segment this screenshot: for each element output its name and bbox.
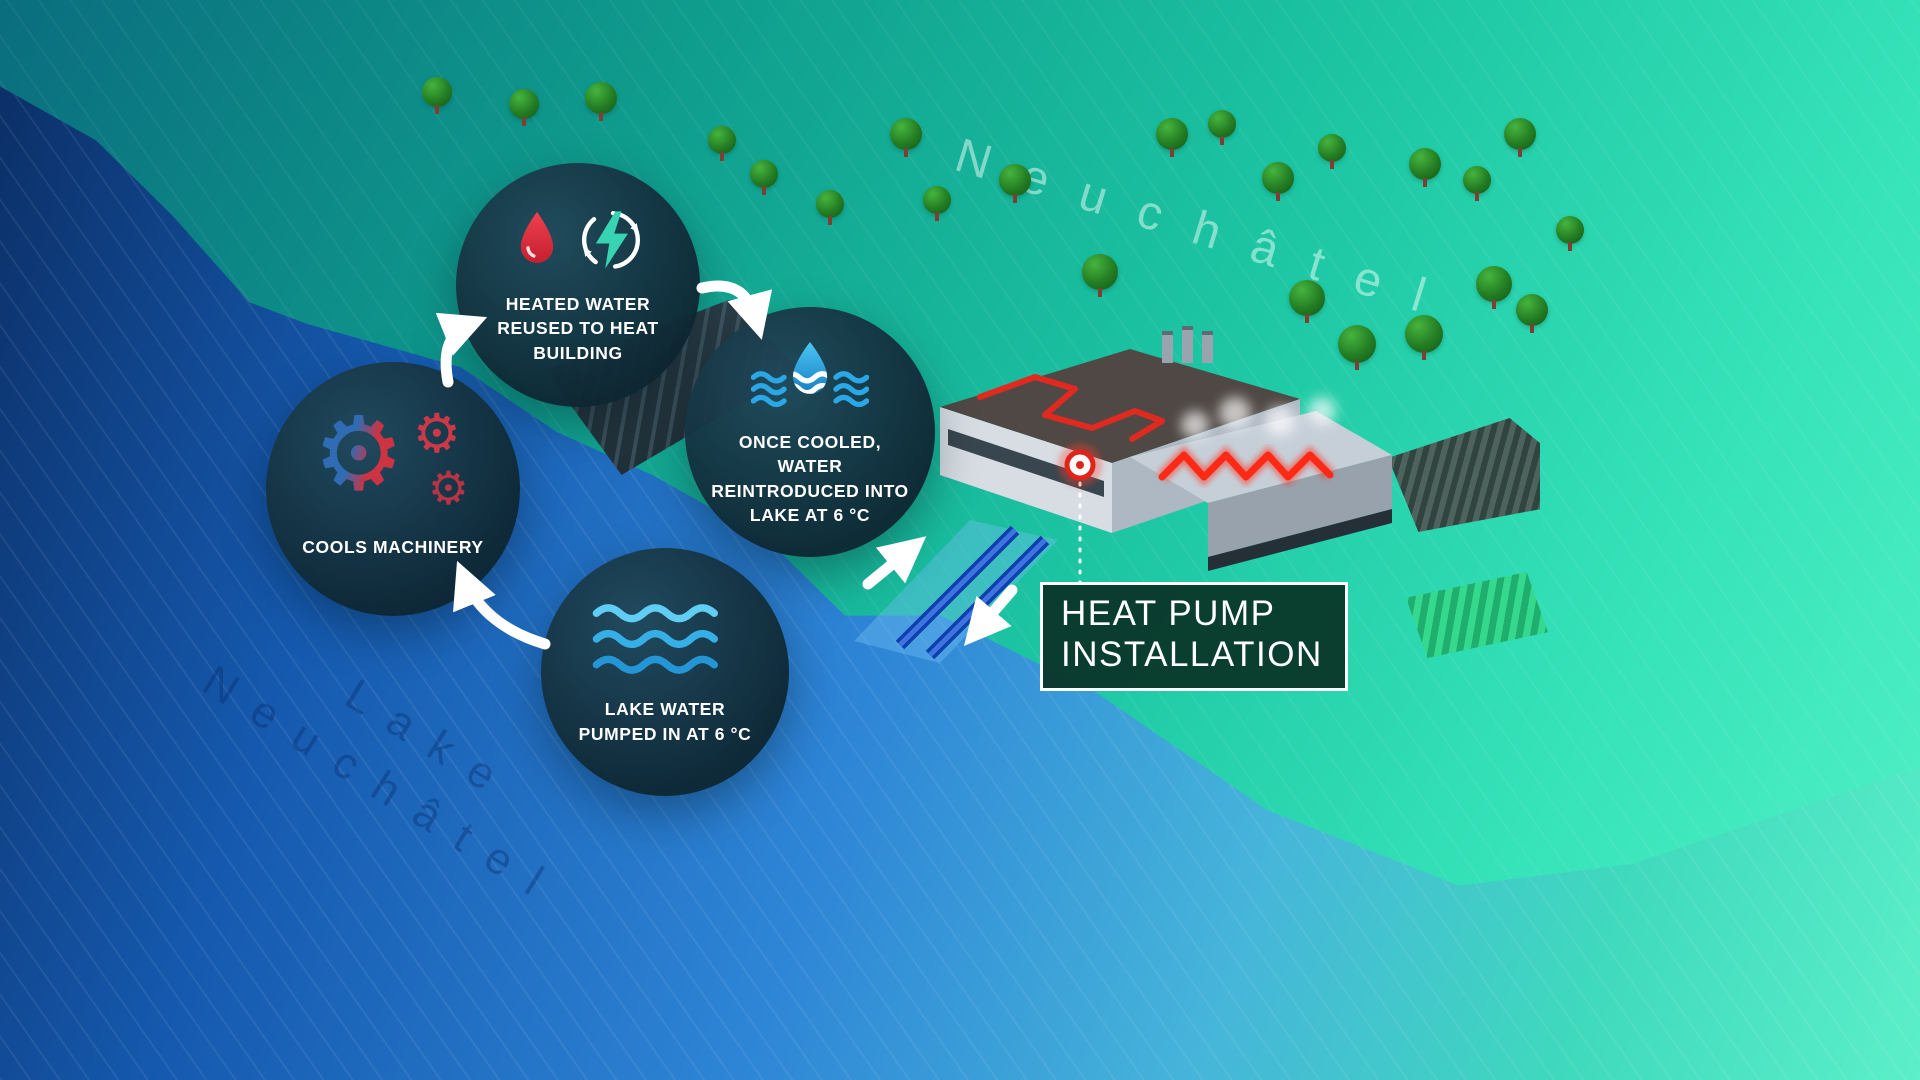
roof-hot-pipe	[977, 374, 1165, 442]
waves-icon	[590, 598, 740, 685]
step-text-line: BUILDING	[533, 342, 623, 363]
step-once-cooled: ONCE COOLED, WATER REINTRODUCED INTO LAK…	[685, 307, 935, 557]
step-heated-water: HEATED WATER REUSED TO HEAT BUILDING	[456, 163, 700, 407]
step-lake-water: LAKE WATER PUMPED IN AT 6 °C	[541, 548, 789, 796]
step-text-line: REUSED TO HEAT	[497, 318, 659, 339]
hot-droplet-icon	[510, 208, 564, 277]
factory-building-illustration	[854, 326, 1392, 663]
heating-zigzag-pipe	[1158, 451, 1334, 481]
step-cools-machinery: ⚙ ⚙ ⚙ COOLS MACHINERY	[266, 362, 520, 616]
cold-droplet-waves-icon	[750, 337, 870, 418]
gear-large-icon: ⚙	[313, 396, 405, 511]
step-text-line: HEATED WATER	[505, 294, 651, 315]
gear-small-icon: ⚙	[412, 403, 461, 464]
chimneys	[1162, 326, 1213, 363]
energy-cycle-icon	[576, 205, 646, 280]
steam	[1181, 397, 1336, 439]
gear-small-icon: ⚙	[427, 461, 469, 514]
step-text-line: ONCE COOLED, WATER	[738, 432, 882, 477]
step-text-line: COOLS MACHINERY	[302, 536, 484, 557]
step-text-line: REINTRODUCED INTO	[711, 480, 909, 501]
gears-icon: ⚙ ⚙ ⚙	[303, 403, 483, 531]
step-text-line: LAKE WATER	[604, 699, 726, 720]
heat-pump-marker-icon	[1064, 449, 1096, 481]
loading-dock	[1208, 509, 1392, 571]
step-text-line: PUMPED IN AT 6 °C	[578, 723, 752, 744]
heat-pump-callout: HEAT PUMP INSTALLATION	[1040, 582, 1348, 691]
step-text-line: LAKE AT 6 °C	[749, 504, 871, 525]
callout-line: HEAT PUMP	[1061, 594, 1276, 633]
dark-roof	[940, 349, 1300, 463]
callout-line: INSTALLATION	[1061, 635, 1323, 675]
annex-front-wall	[1208, 455, 1392, 557]
